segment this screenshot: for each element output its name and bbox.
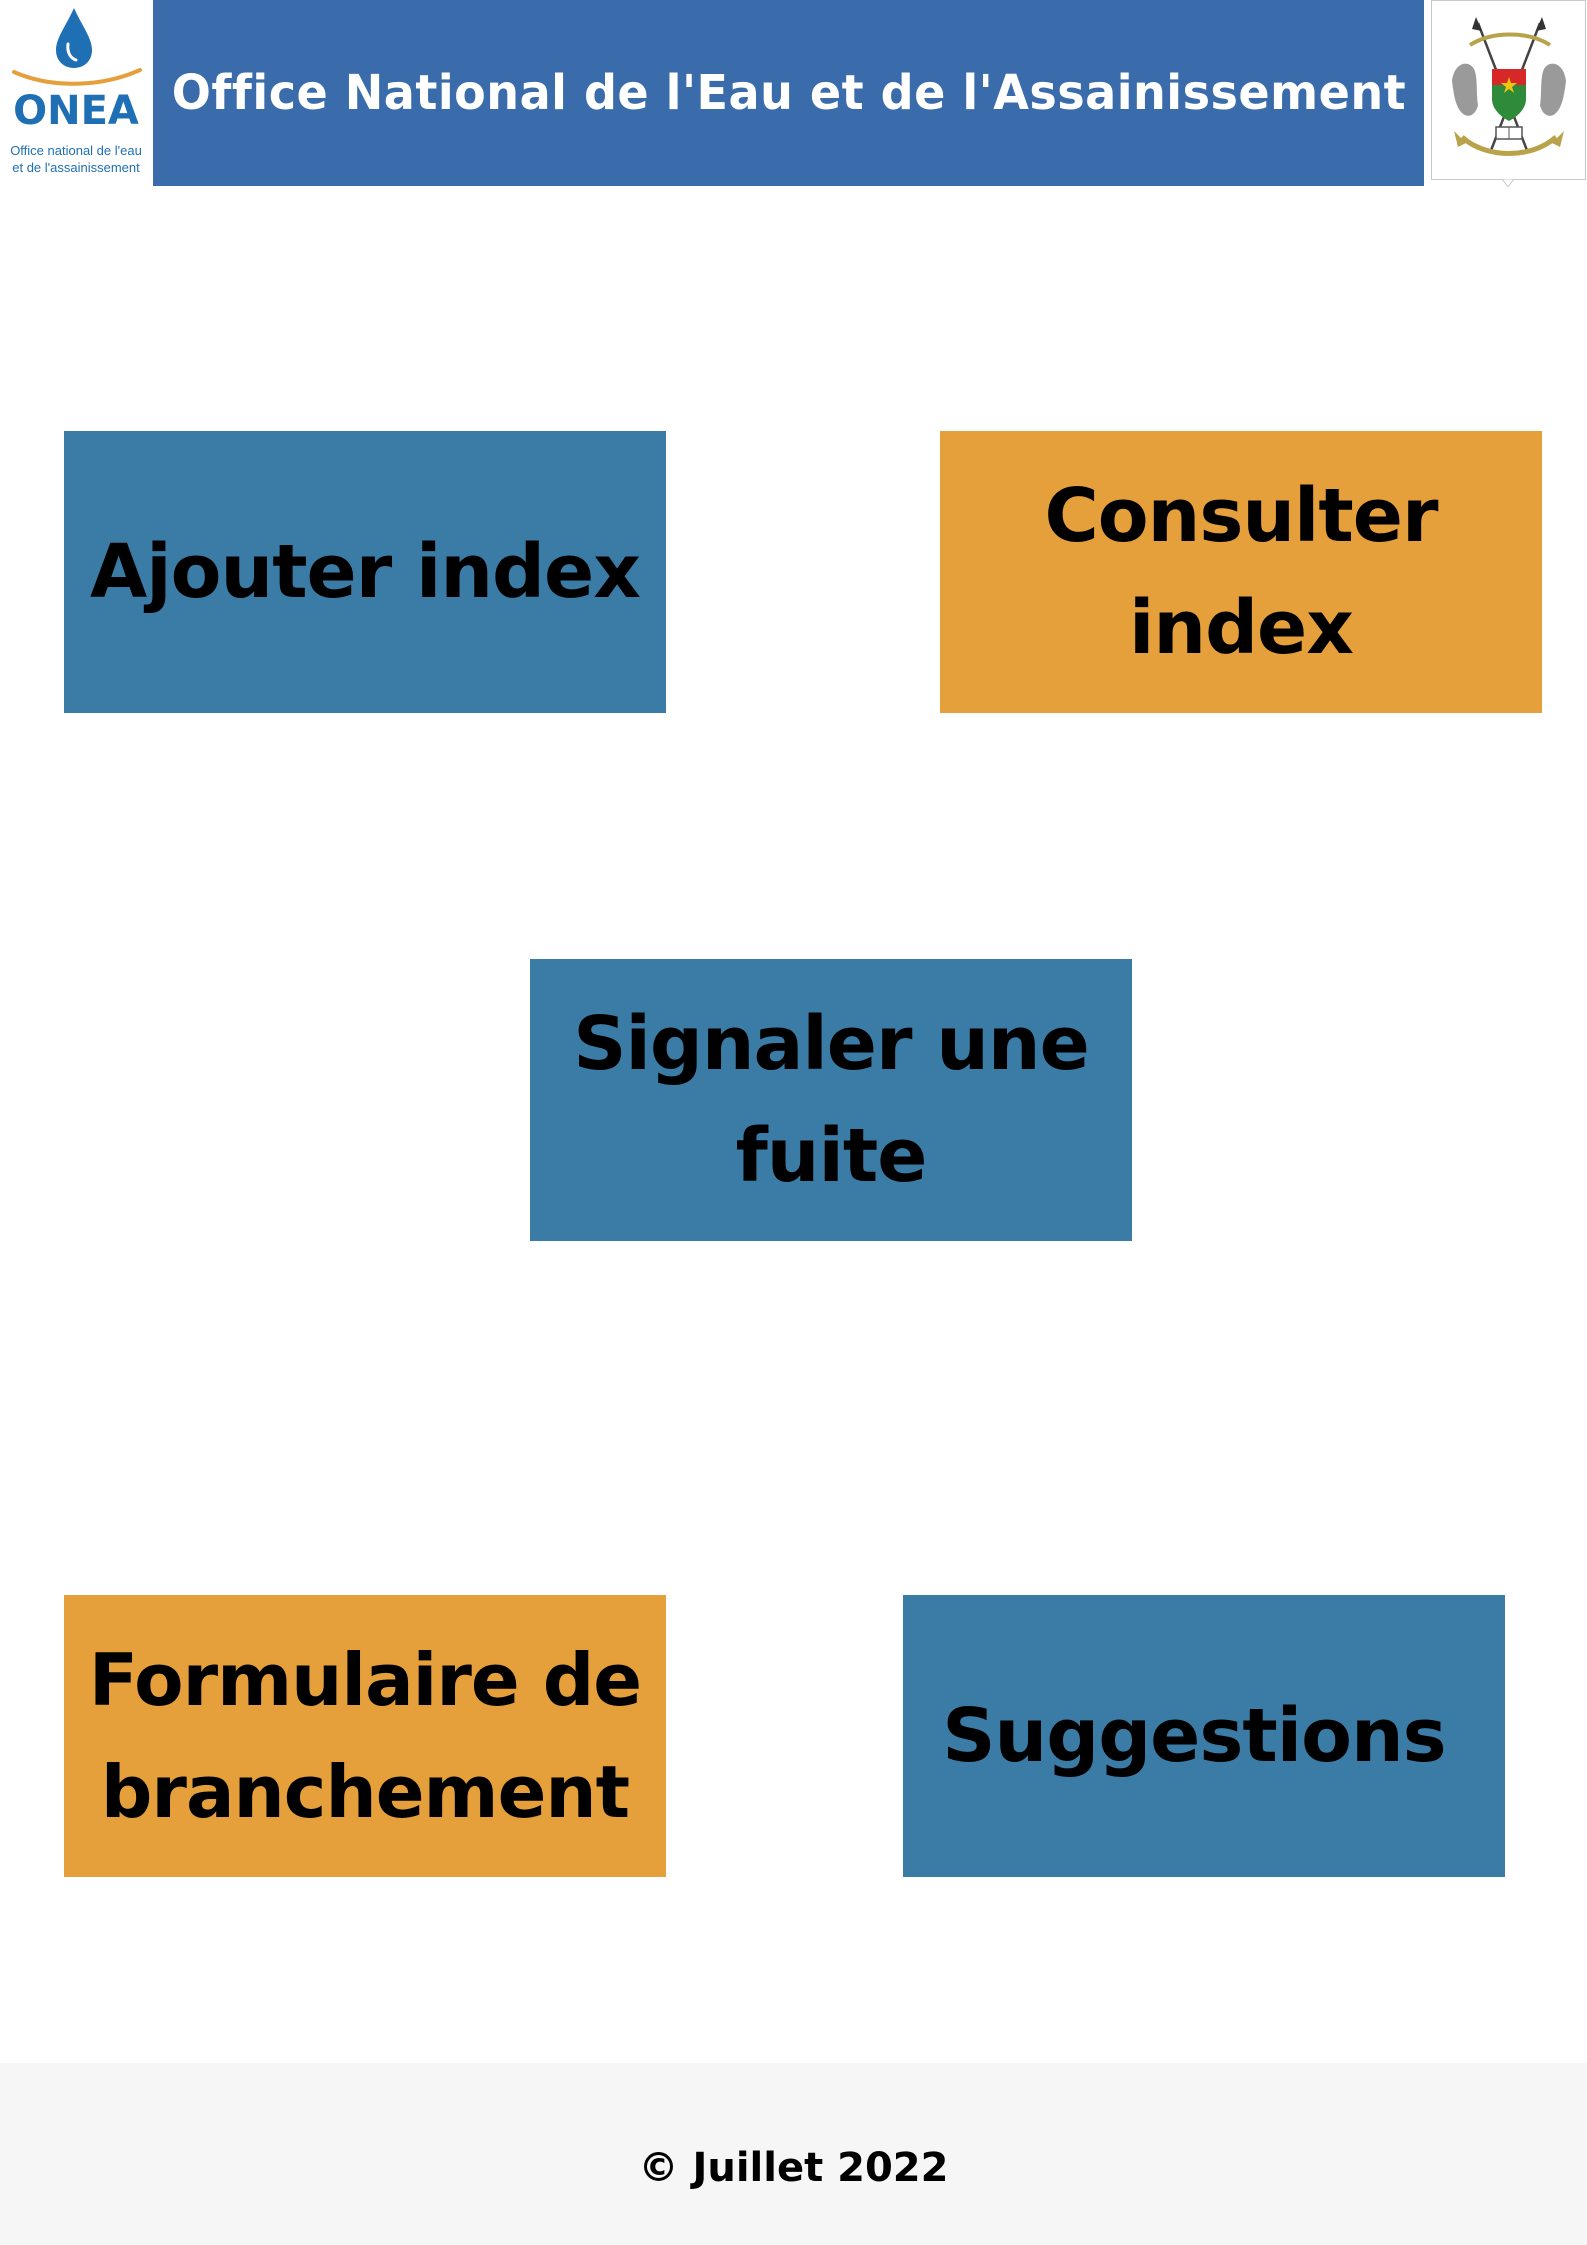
report-leak-button[interactable]: Signaler une fuite bbox=[530, 959, 1132, 1241]
add-index-label: Ajouter index bbox=[90, 529, 641, 615]
suggestions-button[interactable]: Suggestions bbox=[903, 1595, 1505, 1877]
footer: © Juillet 2022 bbox=[0, 2063, 1587, 2245]
page-title: Office National de l'Eau et de l'Assaini… bbox=[171, 65, 1406, 121]
svg-text:ONEA: ONEA bbox=[13, 88, 139, 134]
connection-form-label: Formulaire de branchement bbox=[88, 1638, 642, 1834]
coat-of-arms-icon bbox=[1452, 17, 1566, 156]
app-header: ONEA Office national de l'eau et de l'as… bbox=[0, 0, 1587, 187]
connection-form-button[interactable]: Formulaire de branchement bbox=[64, 1595, 666, 1877]
copyright-text: © Juillet 2022 bbox=[638, 2145, 949, 2191]
add-index-button[interactable]: Ajouter index bbox=[64, 431, 666, 713]
water-drop-icon: ONEA Office national de l'eau et de l'as… bbox=[10, 8, 142, 175]
svg-text:Office national de l'eau: Office national de l'eau bbox=[10, 143, 142, 158]
coat-of-arms-logo bbox=[1431, 0, 1586, 180]
consult-index-label: Consulter index bbox=[1044, 473, 1439, 671]
caret-down-icon bbox=[1502, 179, 1514, 187]
suggestions-label: Suggestions bbox=[942, 1693, 1446, 1779]
report-leak-label: Signaler une fuite bbox=[573, 1001, 1090, 1199]
title-banner: Office National de l'Eau et de l'Assaini… bbox=[153, 0, 1424, 186]
onea-logo: ONEA Office national de l'eau et de l'as… bbox=[0, 0, 152, 187]
consult-index-button[interactable]: Consulter index bbox=[940, 431, 1542, 713]
svg-text:et de l'assainissement: et de l'assainissement bbox=[12, 160, 140, 175]
